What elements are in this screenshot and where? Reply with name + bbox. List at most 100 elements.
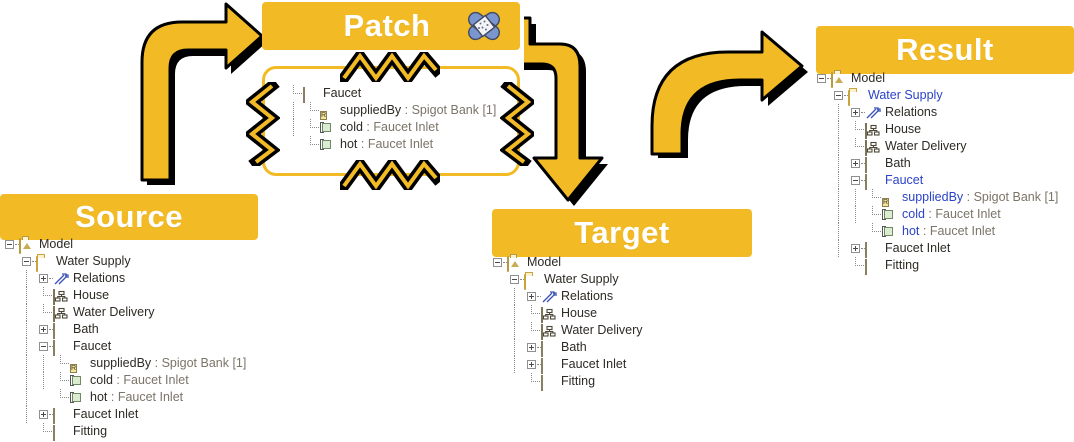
tree-indent [816, 172, 850, 189]
tree-twisty[interactable] [526, 339, 541, 356]
tree-indent [816, 138, 850, 155]
tree-indent [4, 321, 38, 338]
banner-patch-label: Patch [343, 8, 431, 43]
tree-row[interactable]: Model [816, 70, 1058, 88]
tree-row-separator: : [924, 207, 936, 221]
tree-row[interactable]: Water Delivery [4, 304, 246, 322]
tree-row[interactable]: Model [4, 236, 246, 254]
tree-row[interactable]: cold : Faucet Inlet [288, 119, 496, 136]
tree-row[interactable]: House [816, 121, 1058, 139]
tree-row[interactable]: Bath [816, 155, 1058, 173]
tree-row-label: hot : Faucet Inlet [902, 224, 996, 238]
tree-row-type: Faucet Inlet [929, 224, 996, 238]
tree-twisty[interactable] [38, 270, 53, 287]
tree-row[interactable]: Faucet Inlet [492, 356, 643, 374]
model-package-icon [19, 237, 36, 254]
tree-row[interactable]: Faucet Inlet [816, 240, 1058, 258]
tree-row[interactable]: Faucet [288, 85, 496, 103]
tree-indent [4, 406, 38, 423]
tree-row[interactable]: Model [492, 254, 643, 272]
tree-row-label: Relations [561, 289, 614, 303]
banner-source: Source [0, 194, 258, 240]
tree-row[interactable]: Faucet [4, 338, 246, 356]
tree-connector [867, 189, 882, 206]
tree-row[interactable]: Relations [4, 270, 246, 287]
tree-row-label: Faucet [885, 173, 924, 187]
block-icon [865, 156, 882, 173]
tree-row-label: Bath [561, 340, 587, 354]
tree-twisty[interactable] [38, 321, 53, 338]
tree-connector [305, 119, 320, 136]
tree-twisty[interactable] [816, 70, 831, 87]
tree-row-separator: : [963, 190, 974, 204]
tree-row[interactable]: Faucet Inlet [4, 406, 246, 424]
tree-row[interactable]: Fitting [492, 373, 643, 391]
stitch-right [500, 82, 534, 166]
tree-twisty[interactable] [850, 104, 865, 121]
tree-row-label: cold : Faucet Inlet [902, 207, 1001, 221]
tree-indent [4, 287, 38, 304]
relations-icon [541, 289, 558, 304]
banner-source-label: Source [74, 199, 184, 234]
tree-row[interactable]: Faucet [816, 172, 1058, 190]
tree-row[interactable]: Fitting [816, 257, 1058, 275]
tree-row[interactable]: Relations [492, 288, 643, 305]
tree-connector [850, 138, 865, 155]
tree-row[interactable]: House [4, 287, 246, 305]
tree-row-label: Model [39, 237, 74, 251]
model-package-icon [831, 71, 848, 88]
tree-twisty[interactable] [850, 155, 865, 172]
tree-twisty[interactable] [492, 254, 507, 271]
tree-row[interactable]: Bath [4, 321, 246, 339]
tree-twisty[interactable] [850, 172, 865, 189]
tree-connector [867, 223, 882, 240]
tree-twisty[interactable] [38, 338, 53, 355]
tree-indent [816, 223, 867, 240]
tree-row[interactable]: cold : Faucet Inlet [816, 206, 1058, 223]
tree-row[interactable]: Water Delivery [492, 322, 643, 340]
tree-row[interactable]: cold : Faucet Inlet [4, 372, 246, 389]
tree-row[interactable]: hot : Faucet Inlet [4, 389, 246, 406]
tree-row[interactable]: Relations [816, 104, 1058, 121]
tree-twisty[interactable] [526, 288, 541, 305]
tree-twisty[interactable] [38, 406, 53, 423]
tree-indent [816, 121, 850, 138]
port-icon [70, 390, 87, 405]
tree-row[interactable]: Water Supply [816, 87, 1058, 106]
block-icon [53, 339, 70, 356]
tree-row-label: suppliedBy : Spigot Bank [1] [90, 356, 247, 370]
tree-twisty[interactable] [4, 236, 19, 253]
folder-icon [36, 254, 53, 272]
block-icon [541, 357, 558, 374]
tree-indent [4, 338, 38, 355]
banner-result: Result [816, 26, 1074, 74]
tree-row[interactable]: hot : Faucet Inlet [816, 223, 1058, 240]
tree-row[interactable]: Fitting [4, 423, 246, 441]
tree-connector [526, 373, 541, 390]
tree-row[interactable]: Bath [492, 339, 643, 357]
tree-twisty[interactable] [509, 271, 524, 288]
tree-row[interactable]: Water Supply [4, 253, 246, 272]
tree-twisty[interactable] [850, 240, 865, 257]
tree-twisty[interactable] [833, 87, 848, 104]
tree-twisty[interactable] [526, 356, 541, 373]
tree-indent [816, 257, 850, 274]
diagram-icon [541, 323, 558, 340]
tree-row[interactable]: House [492, 305, 643, 323]
tree-twisty[interactable] [21, 253, 36, 270]
arrow-patch-to-target [524, 16, 608, 206]
tree-indent [492, 356, 526, 373]
tree-indent [288, 102, 305, 119]
diagram-icon [53, 288, 70, 305]
tree-row[interactable]: hot : Faucet Inlet [288, 136, 496, 153]
tree-indent [816, 240, 850, 257]
tree-row[interactable]: Water Delivery [816, 138, 1058, 156]
tree-row[interactable]: Water Supply [492, 271, 643, 290]
